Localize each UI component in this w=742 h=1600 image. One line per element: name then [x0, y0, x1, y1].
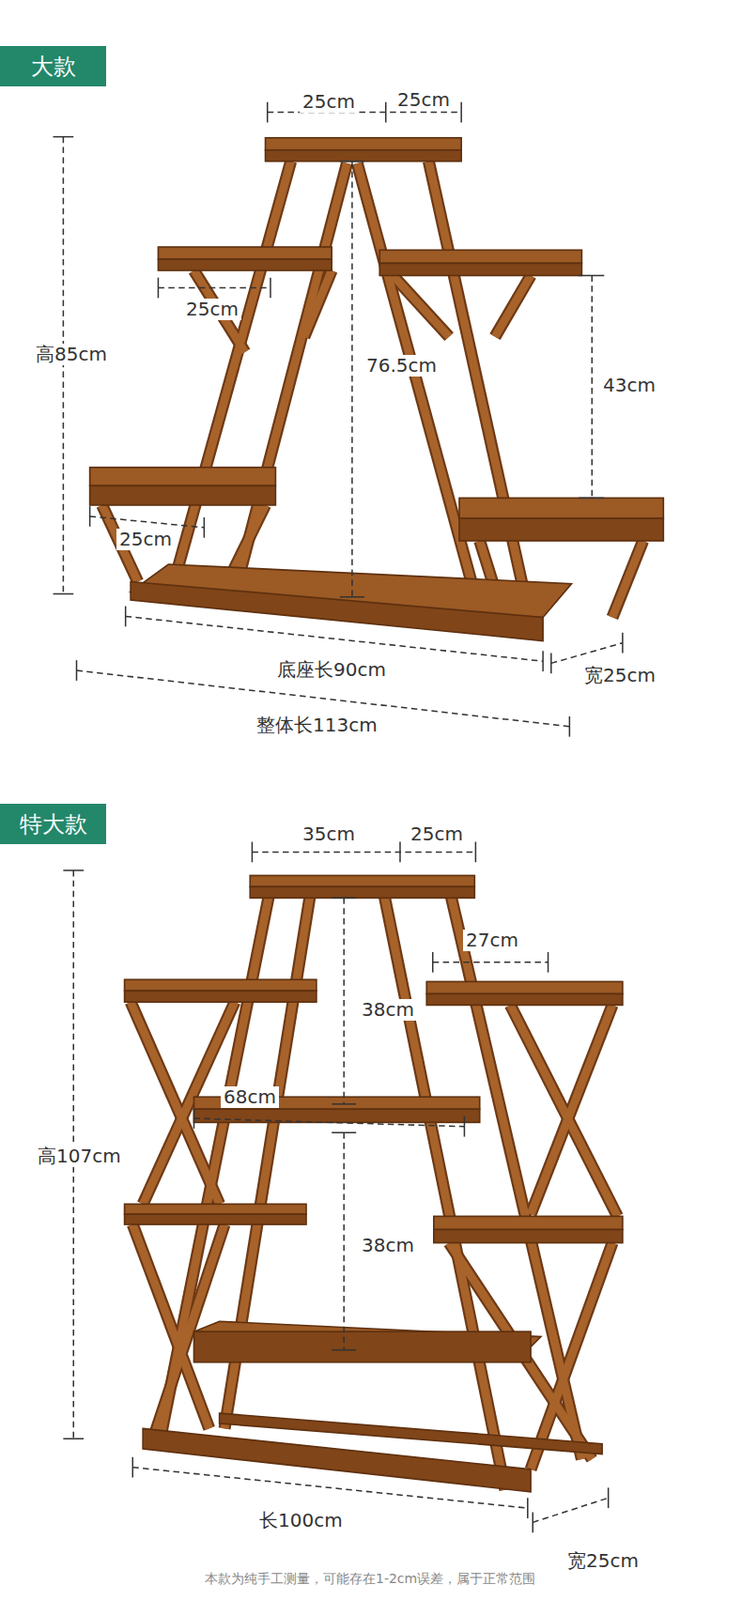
dimension-label: 长100cm: [256, 1510, 346, 1532]
dimension-label: 宽25cm: [564, 1550, 642, 1573]
dimension-label: 27cm: [463, 929, 522, 952]
wood-shelves: [90, 138, 665, 1493]
size-tag: 大款: [0, 46, 107, 87]
dimension-label: 76.5cm: [363, 355, 440, 377]
dimension-label: 38cm: [358, 999, 418, 1021]
measurement-note: 本款为纯手工测量，可能存在1-2cm误差，属于正常范围: [204, 1571, 536, 1587]
dimension-label: 43cm: [600, 374, 659, 397]
dimension-label: 25cm: [183, 298, 242, 321]
dimension-label: 25cm: [394, 89, 453, 111]
dimension-label: 35cm: [299, 823, 358, 846]
dimension-label: 整体长113cm: [253, 714, 381, 737]
dimension-label: 25cm: [407, 823, 466, 846]
dimension-label: 25cm: [299, 91, 358, 113]
tag-text: 大款: [30, 51, 77, 82]
size-tag: 特大款: [0, 803, 107, 845]
dimension-label: 68cm: [220, 1086, 279, 1109]
dimension-label: 底座长90cm: [274, 659, 389, 681]
tag-text: 特大款: [19, 809, 88, 840]
dimension-label: 25cm: [116, 528, 175, 551]
dimension-label: 宽25cm: [581, 664, 659, 687]
dimension-label: 高107cm: [34, 1145, 124, 1168]
dimension-label: 38cm: [358, 1235, 418, 1257]
wood-legs: [102, 161, 644, 1491]
dimension-label: 高85cm: [32, 343, 110, 366]
dimension-lines: [53, 102, 623, 1533]
